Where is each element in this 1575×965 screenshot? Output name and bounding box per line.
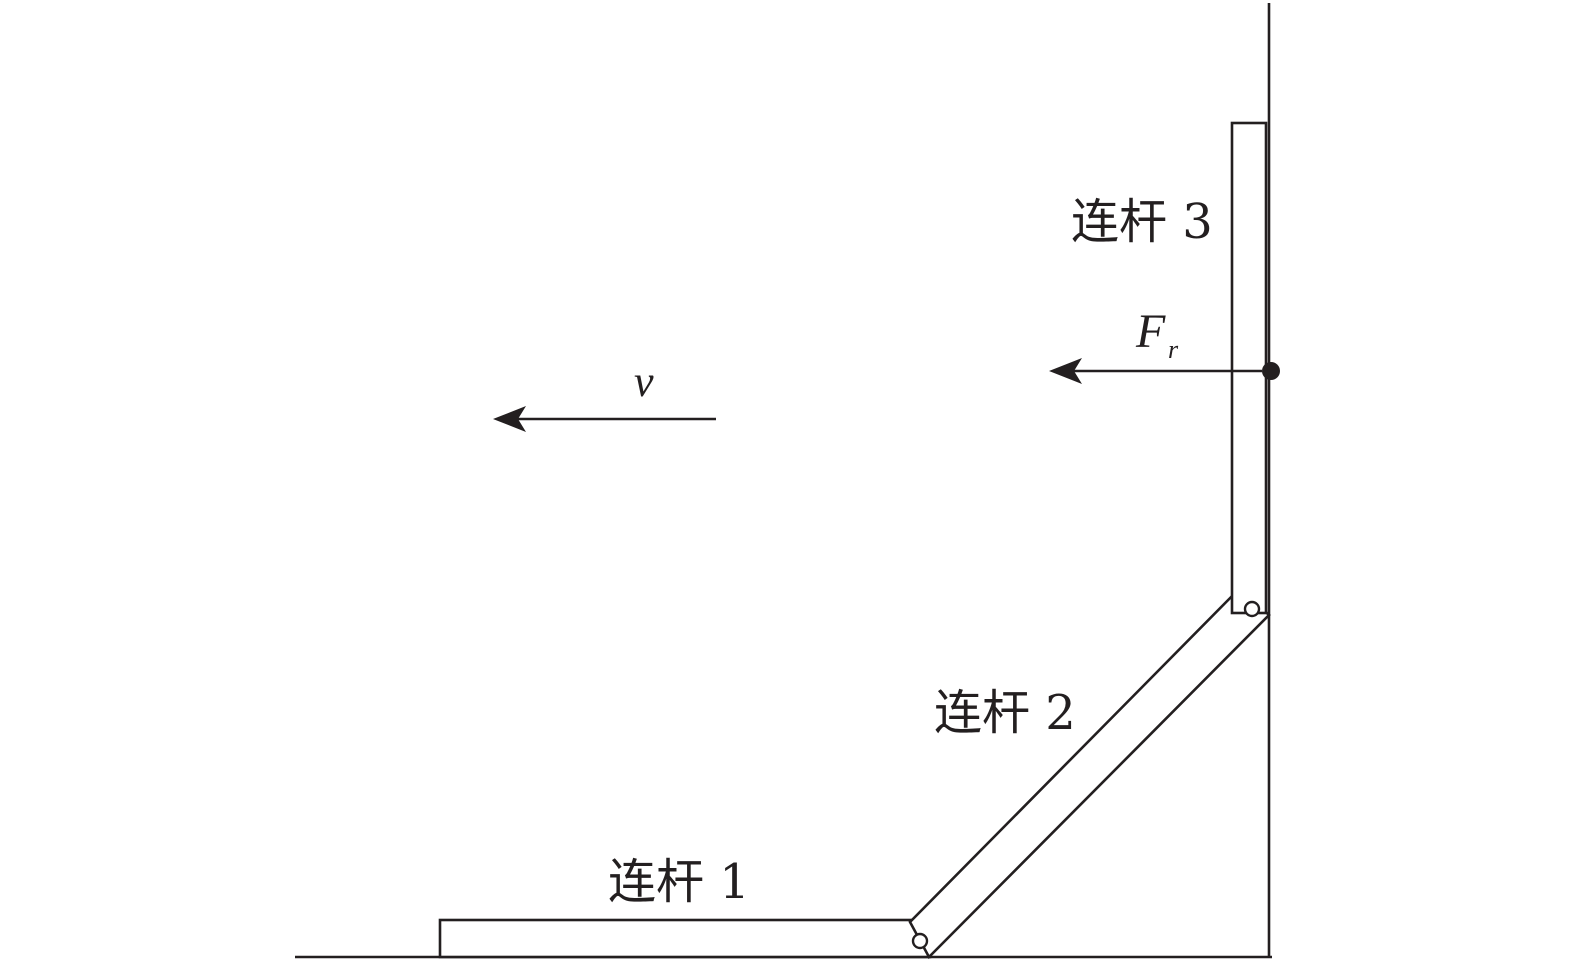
velocity-arrowhead (493, 406, 526, 432)
link-3-bar (1230, 121, 1268, 615)
joint-upper-pin (1243, 600, 1261, 618)
force-label-main: F (1135, 305, 1166, 358)
link-1-label: 连杆 1 (608, 854, 750, 910)
link-2-label: 连杆 2 (934, 685, 1076, 741)
force-arrowhead (1049, 358, 1082, 384)
force-application-point (1262, 362, 1280, 380)
link-3-label: 连杆 3 (1071, 194, 1213, 250)
link-2-bar (908, 586, 1271, 960)
force-label-subscript: r (1168, 335, 1179, 364)
joint-lower-pin (911, 932, 929, 950)
link-1-bar (438, 918, 932, 959)
velocity-label: v (634, 357, 654, 406)
